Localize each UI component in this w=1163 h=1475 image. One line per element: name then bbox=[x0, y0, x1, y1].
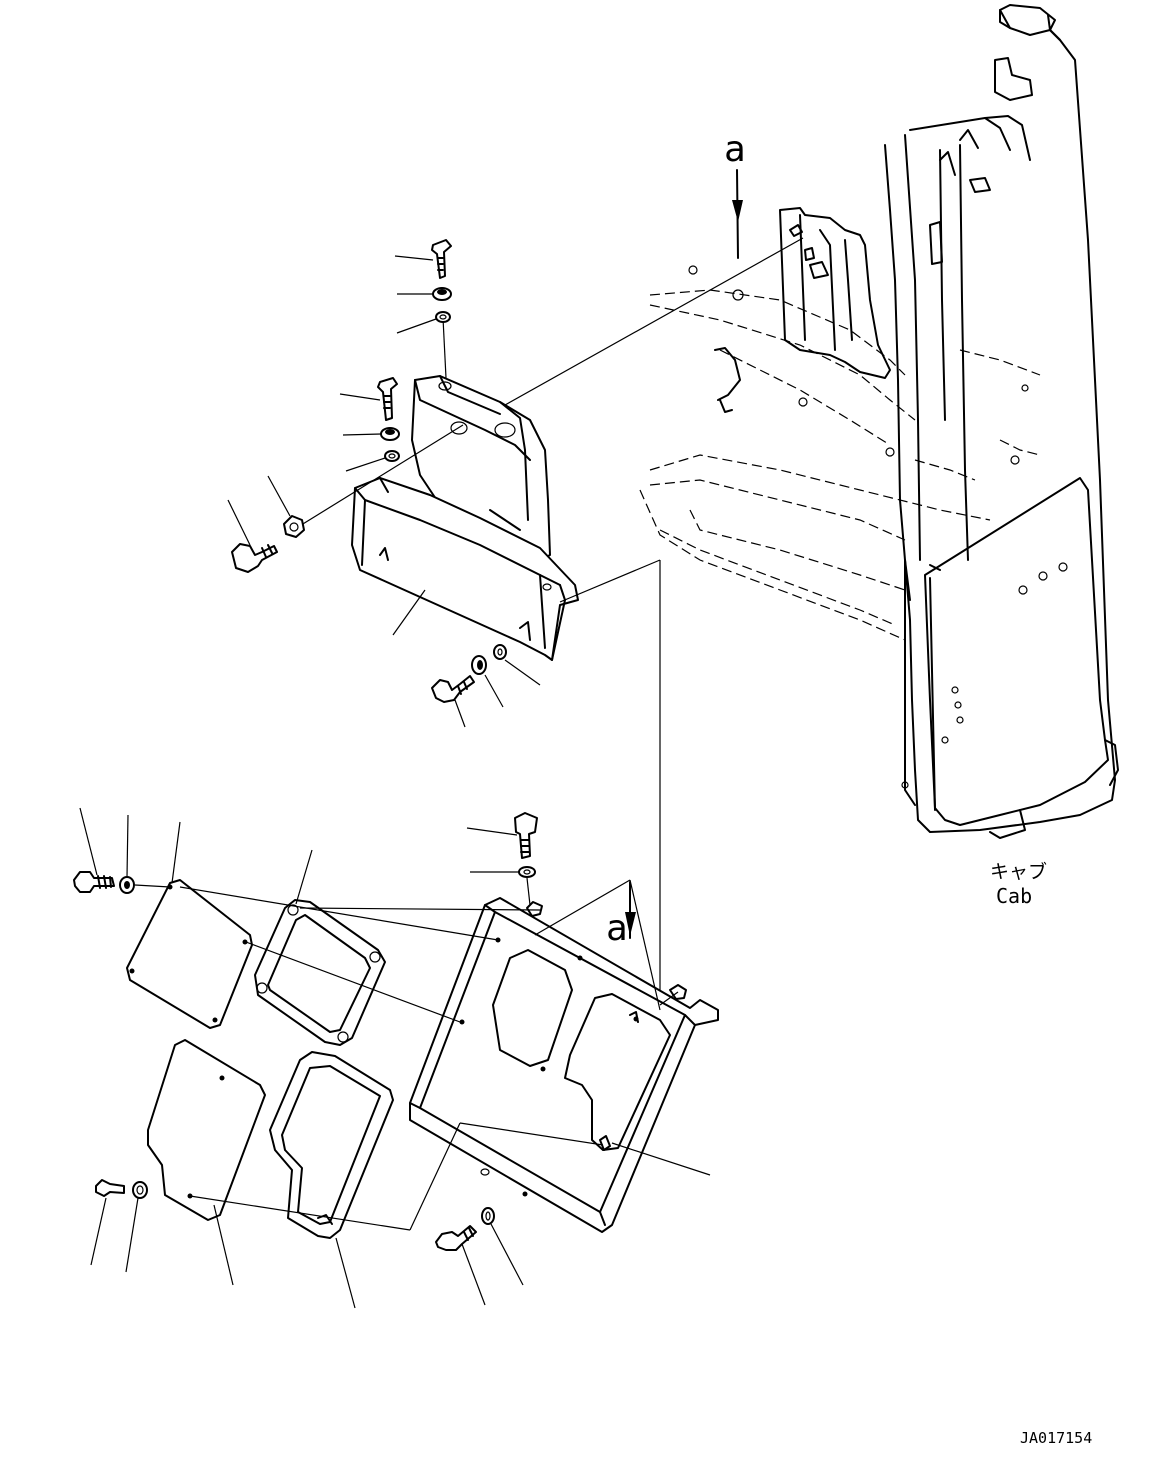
washer-panel-bottom bbox=[481, 1207, 495, 1225]
washer-upper-2 bbox=[384, 450, 400, 462]
washer-cover-left bbox=[119, 876, 135, 894]
view-arrow-a-bottom bbox=[625, 881, 636, 939]
cab-assembly bbox=[639, 4, 1119, 839]
bolt-cover-left bbox=[73, 871, 115, 893]
washer-lower-side bbox=[493, 644, 507, 660]
nut-side bbox=[283, 515, 305, 538]
nut-upper-2 bbox=[380, 427, 400, 441]
upper-cover-assembly bbox=[351, 375, 579, 661]
cab-label-japanese: キャブ bbox=[990, 860, 1047, 883]
gasket-lower bbox=[269, 1051, 394, 1239]
washer-panel-top bbox=[518, 866, 536, 878]
view-label-a-bottom: a bbox=[606, 908, 628, 949]
screw-lower-left bbox=[95, 1179, 125, 1197]
nut-lower-side bbox=[471, 655, 487, 675]
cover-plate-upper bbox=[126, 879, 253, 1029]
bolt-upper-1 bbox=[431, 239, 452, 279]
main-floor-panel bbox=[409, 897, 719, 1233]
bolt-lower-side bbox=[431, 675, 475, 703]
nut-upper-1 bbox=[432, 287, 452, 301]
washer-upper-1 bbox=[435, 311, 451, 323]
view-arrow-a-top bbox=[732, 169, 743, 259]
view-label-a-top: a bbox=[724, 129, 746, 170]
bolt-upper-2 bbox=[377, 377, 398, 421]
washer-lower-left bbox=[132, 1181, 148, 1199]
bolt-side-knob bbox=[231, 543, 278, 573]
gasket-upper bbox=[254, 899, 386, 1046]
bolt-panel-bottom bbox=[435, 1225, 477, 1251]
drawing-number: JA017154 bbox=[1020, 1429, 1092, 1447]
cab-label-english: Cab bbox=[996, 884, 1032, 908]
bolt-panel-top bbox=[514, 812, 538, 859]
cover-plate-lower bbox=[147, 1039, 266, 1221]
